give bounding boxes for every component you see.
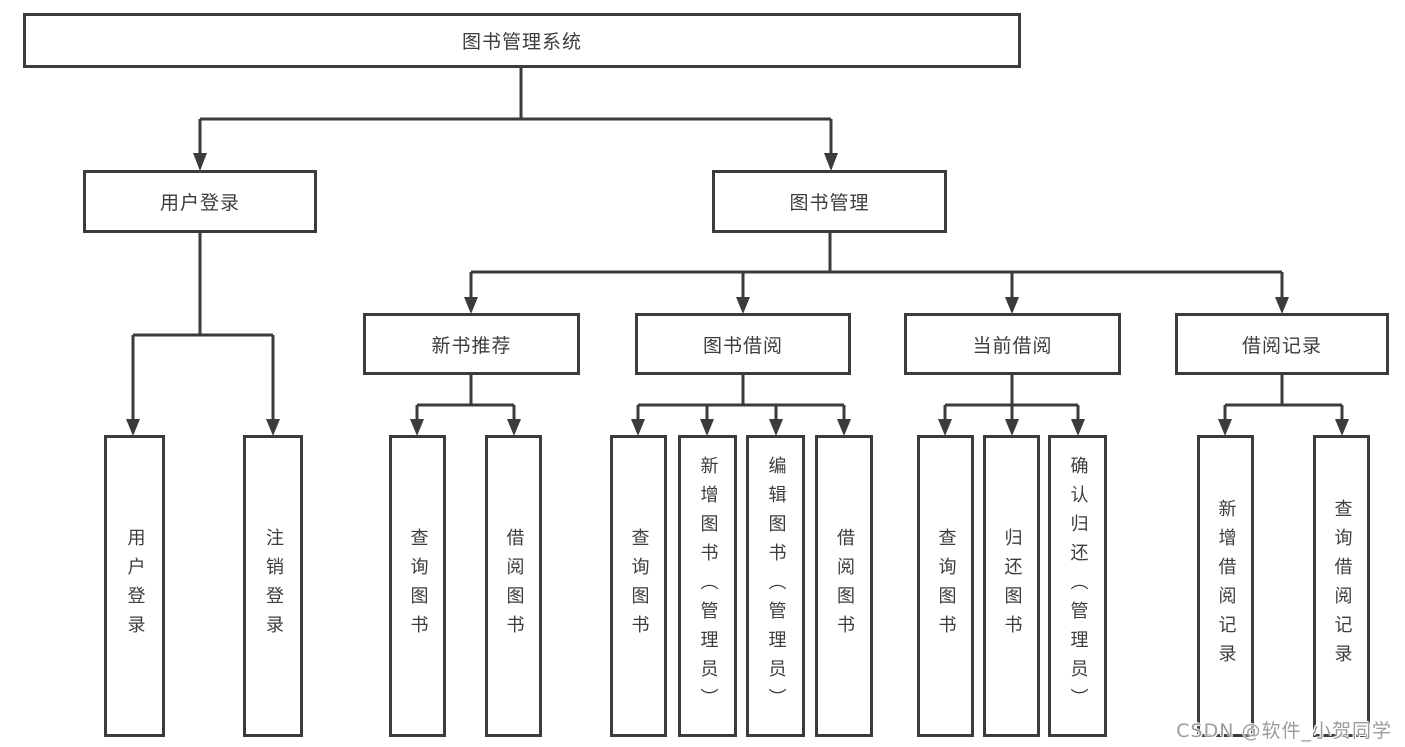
csdn-watermark: CSDN @软件_小贺同学: [1176, 720, 1392, 742]
leaf-query-book-newbook: 查询图书: [389, 435, 446, 737]
leaf-add-book-admin: 新增图书（管理员）: [678, 435, 737, 737]
leaf-borrow-book: 借阅图书: [815, 435, 873, 737]
leaf-query-borrow-record: 查询借阅记录: [1313, 435, 1370, 737]
node-label: 新书推荐: [431, 334, 512, 357]
connector-book-management: [469, 233, 1284, 297]
leaf-query-book-borrow: 查询图书: [610, 435, 667, 737]
leaf-label: 借阅图书: [503, 528, 525, 644]
leaf-add-borrow-record: 新增借阅记录: [1197, 435, 1254, 737]
leaf-label: 新增图书（管理员）: [697, 455, 719, 717]
node-label: 用户登录: [159, 192, 240, 214]
leaf-label: 查询图书: [628, 528, 650, 644]
node-borrow-records: 借阅记录: [1175, 313, 1389, 375]
connector-root: [198, 68, 833, 154]
node-label: 借阅记录: [1241, 334, 1322, 357]
node-library-management-system: 图书管理系统: [23, 13, 1021, 68]
node-label: 当前借阅: [972, 334, 1053, 357]
connector-new-book: [415, 375, 516, 420]
leaf-label: 确认归还（管理员）: [1067, 455, 1089, 717]
leaf-confirm-return-admin: 确认归还（管理员）: [1048, 435, 1107, 737]
leaf-label: 注销登录: [263, 528, 284, 644]
leaf-label: 查询图书: [935, 528, 957, 644]
leaf-logout: 注销登录: [243, 435, 303, 737]
connector-borrow-records: [1223, 375, 1344, 420]
leaf-label: 查询图书: [407, 528, 429, 644]
node-label: 图书管理系统: [461, 31, 582, 53]
node-label: 图书管理: [789, 192, 870, 214]
arrowheads: [126, 153, 1349, 436]
leaf-label: 新增借阅记录: [1215, 499, 1237, 673]
leaf-label: 查询借阅记录: [1331, 499, 1353, 673]
node-label: 图书借阅: [702, 334, 783, 357]
connector-user-login: [131, 233, 275, 420]
leaf-user-login: 用户登录: [104, 435, 165, 737]
leaf-borrow-book-newbook: 借阅图书: [485, 435, 542, 737]
leaf-label: 用户登录: [124, 528, 146, 644]
leaf-label: 编辑图书（管理员）: [765, 455, 787, 717]
node-book-management: 图书管理: [712, 170, 947, 233]
connector-book-borrow: [636, 375, 846, 420]
leaf-edit-book-admin: 编辑图书（管理员）: [746, 435, 805, 737]
leaf-return-book: 归还图书: [983, 435, 1040, 737]
node-current-borrow: 当前借阅: [904, 313, 1121, 375]
leaf-query-book-current: 查询图书: [917, 435, 974, 737]
leaf-label: 归还图书: [1001, 528, 1023, 644]
node-book-borrow: 图书借阅: [635, 313, 851, 375]
leaf-label: 借阅图书: [834, 528, 855, 644]
node-user-login: 用户登录: [83, 170, 317, 233]
node-new-book-recommend: 新书推荐: [363, 313, 580, 375]
connector-current-borrow: [943, 375, 1080, 420]
